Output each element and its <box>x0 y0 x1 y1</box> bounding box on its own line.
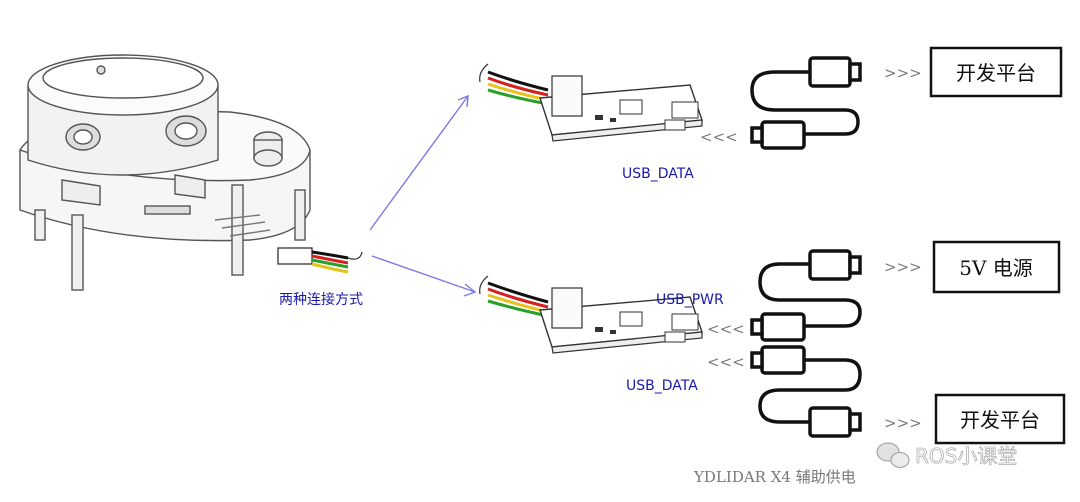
dev-platform-label-top: 开发平台 <box>956 61 1036 85</box>
usb-cable-power <box>750 249 862 342</box>
usb-cable-data <box>750 345 862 438</box>
arrow-glyph-data-right: >>> <box>884 414 922 432</box>
dev-platform-label-bottom: 开发平台 <box>960 408 1040 432</box>
adapter-board-bottom <box>479 275 703 354</box>
arrow-glyph-data-left: <<< <box>707 353 745 371</box>
watermark: ROS小课堂 <box>876 442 1018 468</box>
connection-methods-label: 两种连接方式 <box>279 291 363 308</box>
arrow-glyph-top-right: >>> <box>884 64 922 82</box>
usb-cable-top <box>750 56 862 150</box>
dev-platform-box-top: 开发平台 <box>929 46 1063 98</box>
power-5v-box: 5V 电源 <box>932 240 1061 294</box>
wechat-icon <box>876 442 910 468</box>
arrow-glyph-power-left: <<< <box>707 320 745 338</box>
power-5v-label: 5V 电源 <box>959 256 1033 280</box>
diagram-caption: YDLIDAR X4 辅助供电 <box>693 468 856 486</box>
usb-data-label-bottom: USB_DATA <box>626 378 698 394</box>
arrow-glyph-top-left: <<< <box>700 128 738 146</box>
watermark-text: ROS小课堂 <box>915 444 1017 468</box>
connection-arrows <box>369 94 477 297</box>
arrow-glyph-power-right: >>> <box>884 258 922 276</box>
lidar-device <box>18 54 311 291</box>
dev-platform-box-bottom: 开发平台 <box>934 393 1066 445</box>
usb-pwr-label: USB_PWR <box>656 292 724 308</box>
lidar-cable <box>277 247 363 274</box>
adapter-board-top <box>479 63 703 142</box>
usb-data-label-top: USB_DATA <box>622 166 694 182</box>
